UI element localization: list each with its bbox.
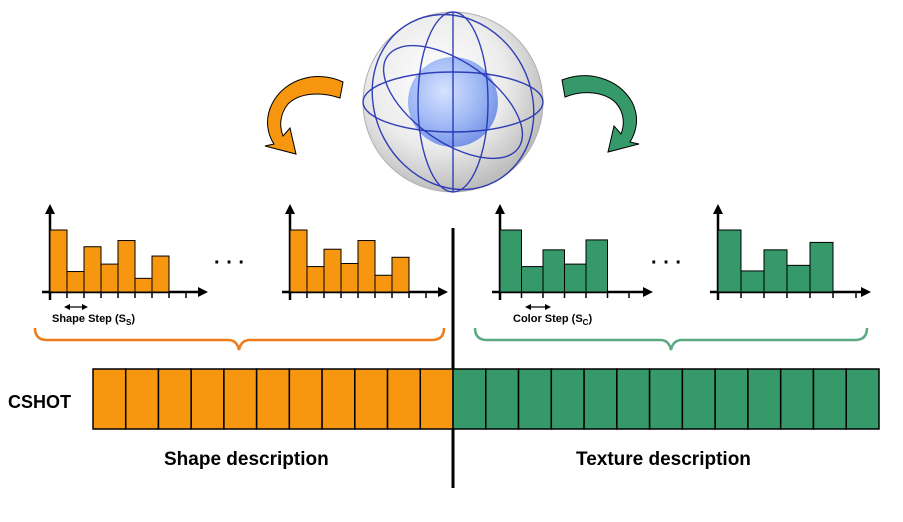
texture-descriptor-cell xyxy=(812,368,847,430)
texture-descriptor-cell xyxy=(648,368,684,430)
shape-descriptor-cell xyxy=(419,368,454,430)
y-axis-arrowhead xyxy=(285,204,295,214)
ellipsis-right: · · · xyxy=(651,252,683,274)
color-step-arrow xyxy=(525,304,551,310)
histogram-bar xyxy=(100,263,119,293)
y-axis-arrowhead xyxy=(713,204,723,214)
shape-brace xyxy=(33,327,446,351)
texture-descriptor-cell xyxy=(550,368,585,430)
texture-curved-arrow-icon xyxy=(561,75,640,153)
shape-descriptor-cell xyxy=(354,368,389,430)
shape-step-label: Shape Step (SS) xyxy=(52,313,135,328)
cshot-label: CSHOT xyxy=(8,392,71,412)
histogram-bar xyxy=(374,274,393,293)
shape-descriptor-bar xyxy=(92,368,454,430)
y-axis-arrowhead xyxy=(495,204,505,214)
histogram-bar xyxy=(289,229,308,293)
histogram-bar xyxy=(564,263,587,293)
histogram-bar xyxy=(809,241,834,293)
texture-descriptor-cell xyxy=(747,368,782,430)
histogram-bar xyxy=(340,262,359,293)
histogram-bar xyxy=(542,249,565,293)
texture-histogram-right xyxy=(710,204,871,300)
texture-descriptor-cell xyxy=(517,368,553,430)
shape-histogram-left xyxy=(42,204,208,300)
texture-descriptor-cell xyxy=(583,368,618,430)
histogram-bar xyxy=(117,240,136,293)
histogram-bar xyxy=(585,239,608,293)
histogram-bar xyxy=(323,248,342,293)
histogram-bar xyxy=(134,277,153,293)
ellipsis-left: · · · xyxy=(214,252,246,274)
x-axis-arrowhead xyxy=(643,287,653,297)
x-axis-arrowhead xyxy=(438,287,448,297)
texture-descriptor-cell xyxy=(452,368,487,430)
shape-descriptor-cell xyxy=(255,368,291,430)
histogram-bar xyxy=(83,246,102,293)
shape-descriptor-cell xyxy=(190,368,225,430)
histogram-bar xyxy=(66,271,85,293)
shape-descriptor-cell xyxy=(386,368,422,430)
shape-step-arrow xyxy=(64,304,88,310)
texture-descriptor-cell xyxy=(779,368,815,430)
shape-descriptor-cell xyxy=(92,368,127,430)
histogram-bar xyxy=(740,270,765,293)
texture-histogram-left xyxy=(492,204,653,300)
histogram-bar xyxy=(306,266,325,293)
histogram-bar xyxy=(717,229,742,293)
histogram-bar xyxy=(49,229,68,293)
texture-descriptor-cell xyxy=(681,368,716,430)
shape-descriptor-cell xyxy=(157,368,192,430)
shape-descriptor-cell xyxy=(124,368,160,430)
histogram-bar xyxy=(391,256,410,293)
histogram-bar xyxy=(786,264,811,293)
histogram-bar xyxy=(521,266,544,293)
histogram-bar xyxy=(499,229,522,293)
x-axis-arrowhead xyxy=(198,287,208,297)
shape-descriptor-cell xyxy=(321,368,356,430)
texture-descriptor-cell xyxy=(845,368,880,430)
x-axis-arrowhead xyxy=(861,287,871,297)
shape-histogram-right xyxy=(282,204,448,300)
shape-descriptor-cell xyxy=(223,368,258,430)
texture-descriptor-cell xyxy=(714,368,749,430)
y-axis-arrowhead xyxy=(45,204,55,214)
histogram-bar xyxy=(763,249,788,293)
texture-descriptor-cell xyxy=(485,368,520,430)
shape-description-label: Shape description xyxy=(164,449,329,470)
shape-curved-arrow-icon xyxy=(264,76,344,155)
texture-brace xyxy=(473,327,869,351)
texture-descriptor-bar xyxy=(452,368,880,430)
histogram-bar xyxy=(357,240,376,293)
spherical-grid-icon xyxy=(362,11,544,193)
histogram-bar xyxy=(151,255,170,293)
shape-descriptor-cell xyxy=(288,368,323,430)
color-step-label: Color Step (SC) xyxy=(513,313,593,328)
texture-descriptor-cell xyxy=(616,368,651,430)
texture-description-label: Texture description xyxy=(576,449,751,470)
